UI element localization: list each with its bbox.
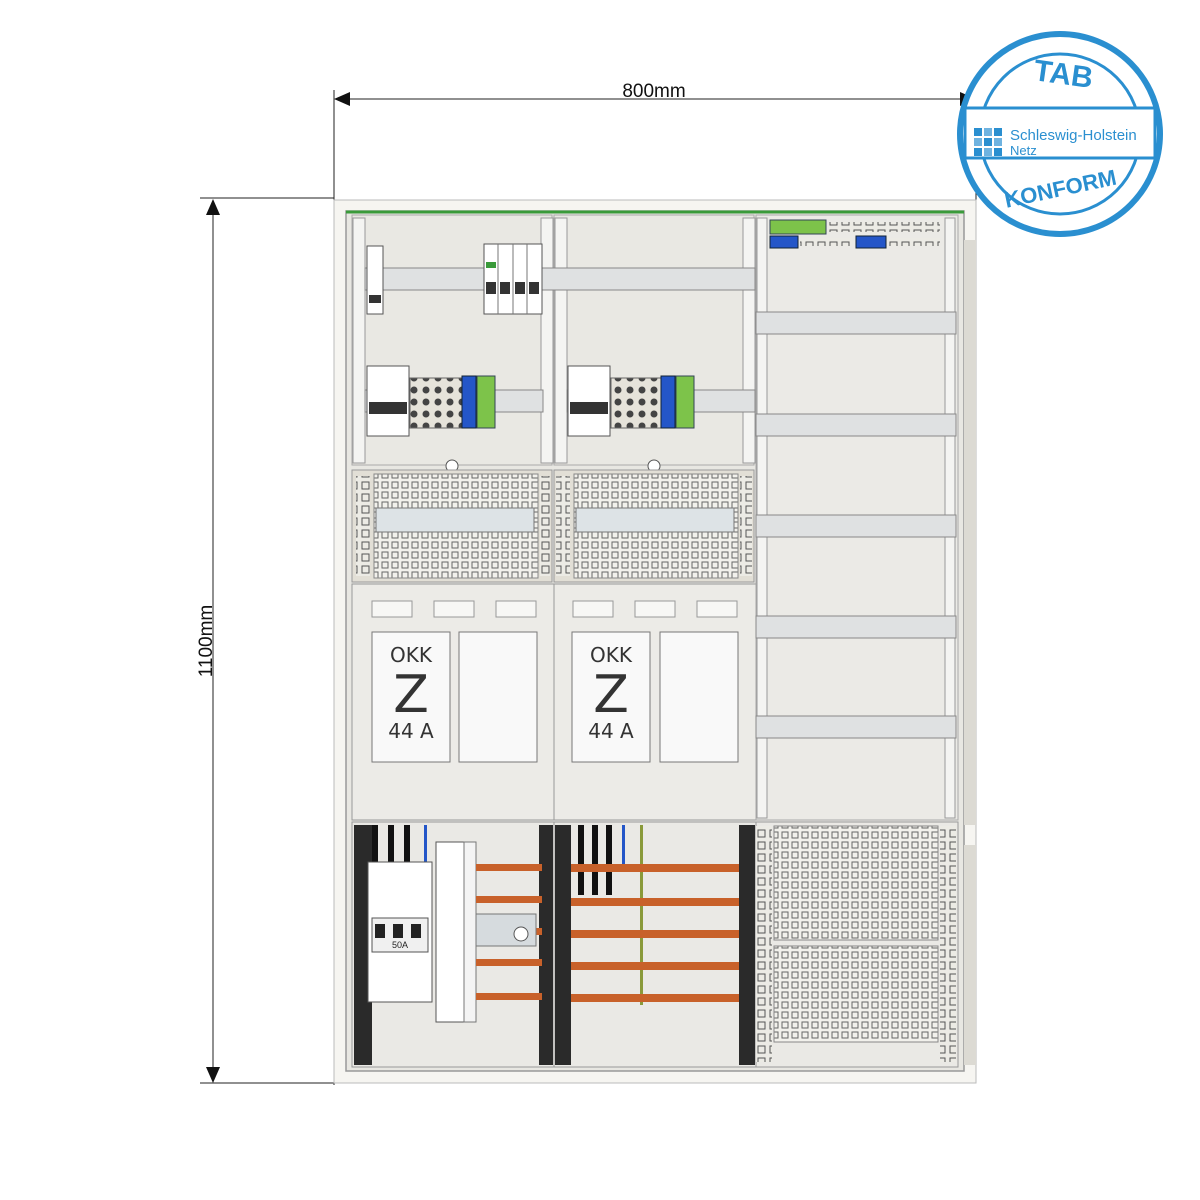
terminal-row-left xyxy=(366,365,496,437)
tab-konform-stamp: TAB KONFORM Schleswig-Holstein Netz xyxy=(957,31,1163,237)
distribution-field-right xyxy=(755,214,959,821)
meter-2-title: OKK xyxy=(590,643,633,667)
logo-icon xyxy=(974,128,1002,156)
apz-field-middle xyxy=(553,469,755,583)
rcd-small-module xyxy=(366,245,384,315)
connection-field-left xyxy=(351,821,555,1068)
meter-field-middle xyxy=(553,583,757,821)
connection-field-middle xyxy=(553,821,757,1068)
main-breaker-4pole xyxy=(483,243,543,315)
meter-1-symbol: Z xyxy=(393,665,429,725)
connection-field-right xyxy=(755,821,959,1068)
terminal-row-middle xyxy=(567,365,695,437)
width-dimension-label: 800mm xyxy=(622,81,685,102)
stamp-top-text: TAB xyxy=(1032,54,1095,95)
apz-field-left xyxy=(351,469,553,583)
meter-1-rating: 44 A xyxy=(388,719,434,743)
stamp-company-line2: Netz xyxy=(1010,143,1037,158)
stamp-company-line1: Schleswig-Holstein xyxy=(1010,127,1137,144)
meter-2-symbol: Z xyxy=(593,665,629,725)
meter-field-left xyxy=(351,583,555,821)
height-dimension-label: 1100mm xyxy=(196,605,217,678)
meter-2-rating: 44 A xyxy=(588,719,634,743)
breaker-rating-label: 50A xyxy=(392,940,408,950)
meter-1-title: OKK xyxy=(390,643,433,667)
